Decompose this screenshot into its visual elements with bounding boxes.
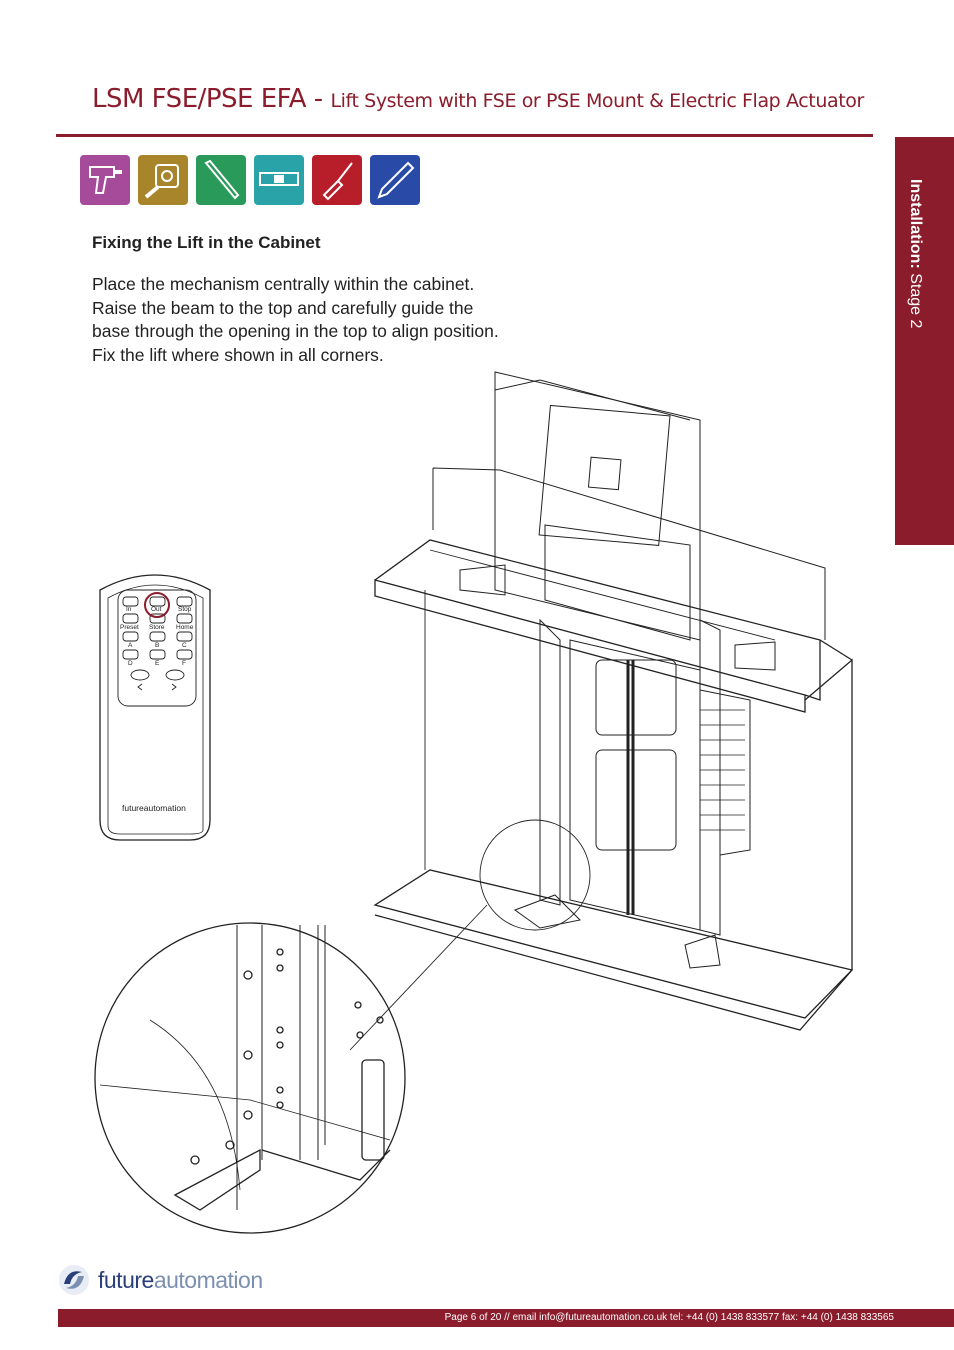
lift-mechanism [459, 371, 776, 969]
cabinet [373, 467, 854, 1031]
stage-tab: Installation: Stage 2 [895, 137, 954, 545]
allen-key-icon [196, 155, 246, 205]
detail-callout-large [94, 922, 406, 1234]
spirit-level-icon [254, 155, 304, 205]
page-title: LSM FSE/PSE EFA - Lift System with FSE o… [92, 84, 892, 114]
footer-bar: Page 6 of 20 // email info@futureautomat… [58, 1309, 954, 1327]
tape-measure-icon [138, 155, 188, 205]
detail-callout-small [479, 819, 591, 931]
title-sub: Lift System with FSE or PSE Mount & Elec… [330, 90, 864, 112]
instruction-line: Fix the lift where shown in all corners. [92, 344, 384, 365]
remote-control [99, 574, 211, 841]
swirl-logo-icon [59, 1265, 89, 1295]
logo-text: futureautomation [98, 1267, 263, 1294]
logo-text-bold: future [98, 1266, 154, 1293]
drill-icon [80, 155, 130, 205]
logo-text-light: automation [153, 1266, 263, 1293]
footer-contact: Page 6 of 20 // email info@futureautomat… [444, 1312, 894, 1323]
title-main: LSM FSE/PSE EFA - [92, 84, 331, 114]
instruction-line: Place the mechanism centrally within the… [92, 274, 475, 294]
section-heading: Fixing the Lift in the Cabinet [92, 233, 321, 252]
company-logo: futureautomation [56, 1262, 263, 1298]
pencil-icon [370, 155, 420, 205]
title-rule [56, 134, 873, 137]
instructions-text: Place the mechanism centrally within the… [92, 273, 562, 367]
instruction-line: base through the opening in the top to a… [92, 321, 499, 341]
tool-icons [80, 155, 420, 205]
instruction-line: Raise the beam to the top and carefully … [92, 297, 474, 318]
screwdriver-icon [312, 155, 362, 205]
